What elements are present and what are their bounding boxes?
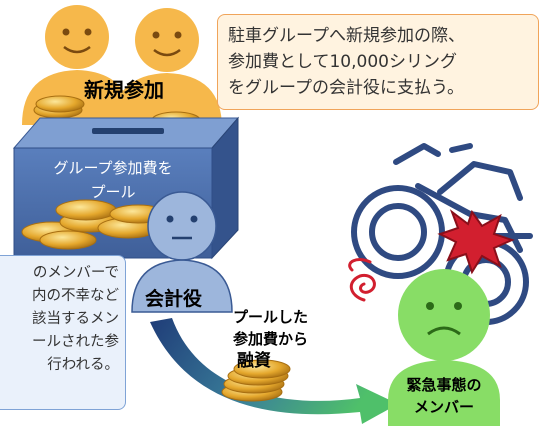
loan-label: プールした 参加費から 融資 [233, 306, 308, 372]
loan-label-line: プールした [233, 308, 309, 326]
loan-label-line: 参加費から [233, 330, 309, 348]
emergency-member-label: 緊急事態の メンバー [386, 374, 502, 418]
joining-fee-note-line: をグループの会計役に支払う。 [228, 78, 464, 98]
coins-loan [221, 359, 291, 402]
loan-label-line: 融資 [237, 351, 271, 371]
new-member-person-left [22, 5, 132, 125]
coins-pool [21, 199, 167, 250]
loan-condition-note-line: ールされた参 [32, 334, 119, 350]
emergency-member-label-line: 緊急事態の [406, 376, 482, 394]
pool-label-line: プール [90, 183, 136, 201]
joining-fee-note: 駐車グループへ新規参加の際、 参加費として10,000シリング をグループの会計… [217, 14, 539, 110]
treasurer-label: 会計役 [145, 288, 203, 310]
loan-condition-note-line: のメンバーで [32, 265, 119, 281]
crash-icon [437, 209, 515, 275]
emergency-member-label-line: メンバー [413, 398, 474, 416]
loan-condition-note-line: 該当するメン [32, 311, 119, 327]
pool-label-line: グループ参加費を [53, 159, 173, 177]
dizzy-swirl-icon [348, 258, 376, 302]
pool-label: グループ参加費を プール [14, 156, 212, 204]
new-member-label: 新規参加 [84, 78, 164, 102]
treasurer-person [131, 191, 233, 313]
loan-arrow [150, 318, 398, 424]
joining-fee-note-line: 参加費として10,000シリング [228, 52, 457, 72]
loan-condition-note: のメンバーで 内の不幸など 該当するメン ールされた参 行われる。 [0, 255, 126, 410]
emergency-member-person [388, 269, 500, 426]
loan-condition-note-line: 内の不幸など [32, 288, 119, 304]
new-member-person-right [112, 8, 222, 128]
joining-fee-note-line: 駐車グループへ新規参加の際、 [228, 26, 465, 46]
loan-condition-note-line: 行われる。 [47, 357, 119, 373]
motorbike-icon [351, 143, 533, 325]
